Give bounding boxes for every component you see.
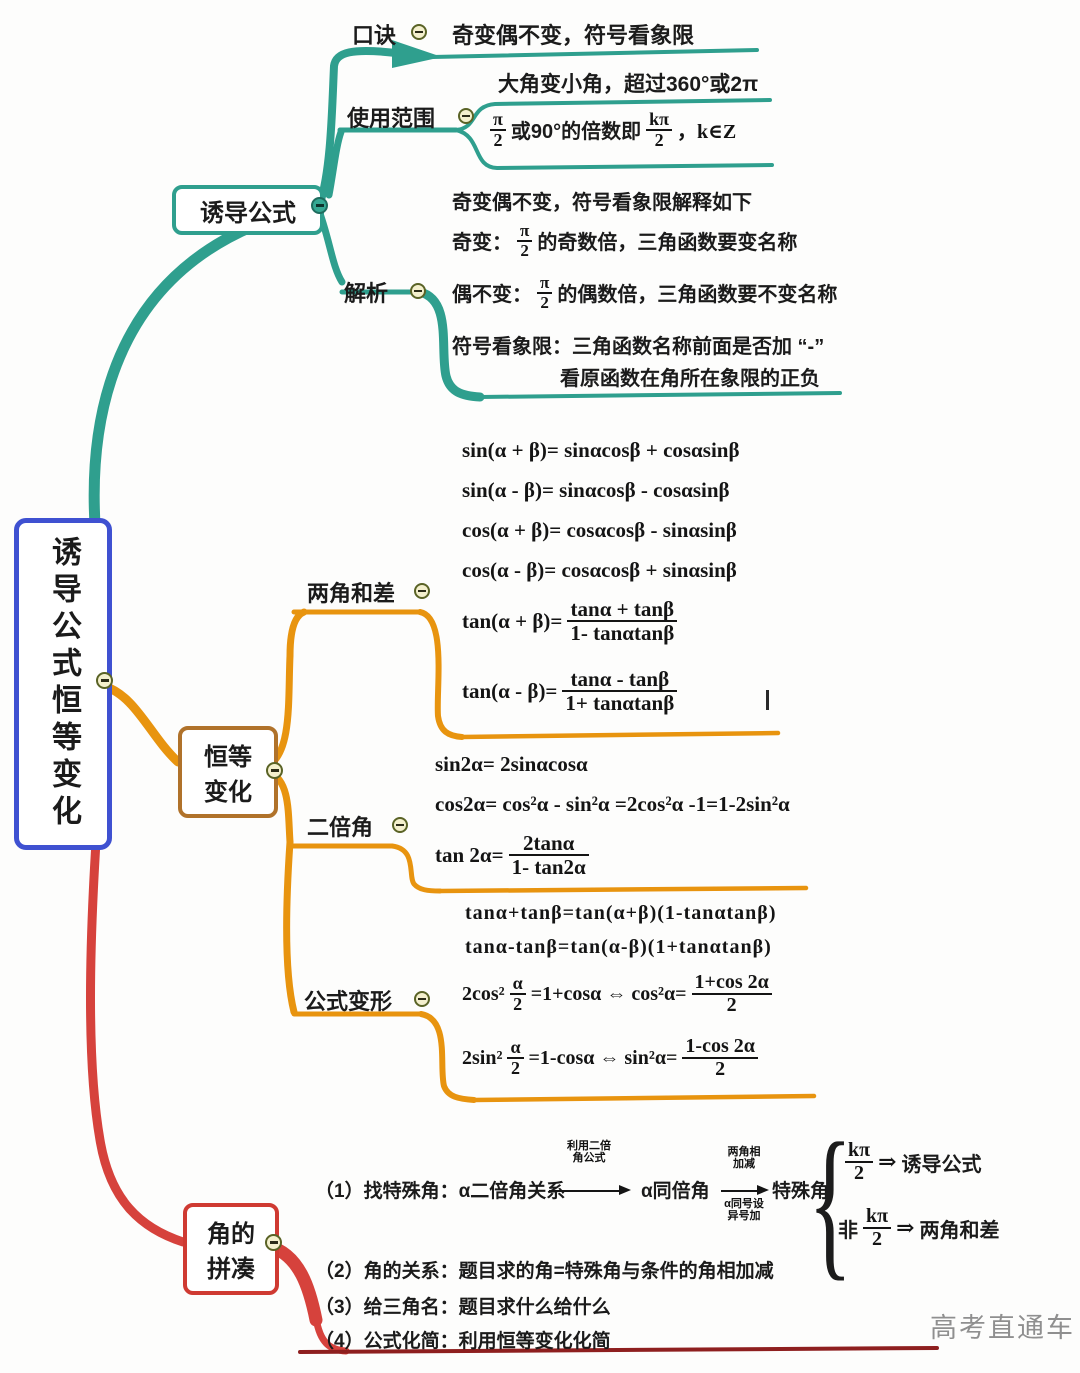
node-erbeijiao[interactable]: 二倍角 <box>307 815 374 840</box>
node-fanwei-item1[interactable]: 大角变小角，超过360°或2π <box>498 73 759 96</box>
formula-sin-sum[interactable]: sin(α + β)= sinαcosβ + cosαsinβ <box>462 438 740 462</box>
fanwei-item2-tail: ，k∈Z <box>677 121 737 144</box>
collapse-icon[interactable] <box>411 24 427 40</box>
branch-node-hengdeng-bianhua[interactable]: 恒等变化 <box>178 726 278 818</box>
node-jiexi[interactable]: 解析 <box>344 281 389 306</box>
pincou-item2[interactable]: （2）角的关系：题目求的角=特殊角与条件的角相加减 <box>315 1261 774 1282</box>
tan2a-lhs: tan 2α= <box>435 842 504 867</box>
watermark: 高考直通车 <box>930 1313 1075 1343</box>
implies-arrow: ⇒ <box>878 1149 897 1174</box>
collapse-icon[interactable] <box>311 197 328 214</box>
implies-arrow: ⇒ <box>896 1215 915 1240</box>
root-title: 诱导公式恒等变化 <box>47 536 80 832</box>
case2-pre: 非 <box>838 1219 858 1242</box>
flow-arrow-2 <box>721 1185 769 1195</box>
collapse-icon[interactable] <box>410 283 426 299</box>
branch-label: 诱导公式 <box>200 199 296 227</box>
branch-label: 角的拼凑 <box>207 1221 255 1283</box>
pincou-item1-mid1[interactable]: α同倍角 <box>641 1181 710 1202</box>
case1-text: 诱导公式 <box>901 1153 982 1176</box>
branch-node-jiaode-pincou[interactable]: 角的拼凑 <box>183 1203 279 1295</box>
formula-cos2a[interactable]: cos2α= cos²α - sin²α =2cos²α -1=1-2sin²α <box>435 792 790 816</box>
flow-arrow-2-bottom-label: α同号设异号加 <box>724 1198 764 1222</box>
formula-cos-diff[interactable]: cos(α - β)= cosαcosβ + sinαsinβ <box>462 558 737 582</box>
flow-arrow-1 <box>549 1185 631 1195</box>
node-koujue-text[interactable]: 奇变偶不变，符号看象限 <box>452 23 695 48</box>
tan-diff-lhs: tan(α - β)= <box>462 678 558 703</box>
pincou-item3[interactable]: （3）给三角名：题目求什么给什么 <box>315 1297 611 1318</box>
brace: { <box>808 1109 853 1295</box>
branch-label: 恒等变化 <box>204 744 252 806</box>
jiexi-line4[interactable]: 符号看象限：三角函数名称前面是否加 “-” <box>452 336 825 358</box>
formula-cos-sum[interactable]: cos(α + β)= cosαcosβ - sinαsinβ <box>462 518 737 542</box>
node-gongshi-bianxing[interactable]: 公式变形 <box>304 989 393 1014</box>
pincou-item1-mid2[interactable]: 特殊角 <box>772 1181 830 1202</box>
collapse-icon[interactable] <box>96 672 113 689</box>
collapse-icon[interactable] <box>414 991 430 1007</box>
jiexi-line2-pre: 奇变： <box>452 232 512 255</box>
collapse-icon[interactable] <box>414 583 430 599</box>
collapse-icon[interactable] <box>458 108 474 124</box>
cursor-artifact <box>766 690 769 710</box>
collapse-icon[interactable] <box>266 762 283 779</box>
jiexi-line1[interactable]: 奇变偶不变，符号看象限解释如下 <box>452 192 752 214</box>
jiexi-line3-post: 的偶数倍，三角函数要不变名称 <box>557 284 838 307</box>
case2-text: 两角和差 <box>919 1219 1000 1242</box>
branch-node-yindao-gongshi[interactable]: 诱导公式 <box>172 185 324 235</box>
tan-sum-lhs: tan(α + β)= <box>462 608 563 633</box>
flow-arrow-1-label: 利用二倍角公式 <box>567 1140 611 1164</box>
halfsin-mid: =1-cosα ⇔ sin²α= <box>528 1046 678 1069</box>
collapse-icon[interactable] <box>265 1234 282 1251</box>
pincou-item4[interactable]: （4）公式化简：利用恒等变化化简 <box>315 1331 611 1352</box>
halfsin-pre: 2sin² <box>462 1046 503 1069</box>
node-shiyong-fanwei[interactable]: 使用范围 <box>347 106 436 131</box>
halfcos-pre: 2cos² <box>462 982 505 1005</box>
fanwei-item2-mid: 或90°的倍数即 <box>510 121 642 144</box>
formula-sin-diff[interactable]: sin(α - β)= sinαcosβ - cosαsinβ <box>462 478 730 502</box>
jiexi-line3-pre: 偶不变： <box>452 284 532 307</box>
formula-tan-add-expand[interactable]: tanα+tanβ=tan(α+β)(1-tanαtanβ) <box>465 902 777 924</box>
node-liangjiao-hecha[interactable]: 两角和差 <box>307 581 396 606</box>
node-koujue[interactable]: 口诀 <box>352 23 397 48</box>
formula-tan-sub-expand[interactable]: tanα-tanβ=tan(α-β)(1+tanαtanβ) <box>465 936 772 958</box>
jiexi-line2-post: 的奇数倍，三角函数要变名称 <box>537 232 798 255</box>
halfcos-mid: =1+cosα ⇔ cos²α= <box>530 982 687 1005</box>
jiexi-line5[interactable]: 看原函数在角所在象限的正负 <box>560 368 820 390</box>
pincou-item1-prefix[interactable]: （1）找特殊角：α二倍角关系 <box>315 1181 566 1202</box>
collapse-icon[interactable] <box>392 817 408 833</box>
formula-sin2a[interactable]: sin2α= 2sinαcosα <box>435 752 588 776</box>
flow-arrow-2-top-label: 两角相加减 <box>727 1146 761 1170</box>
